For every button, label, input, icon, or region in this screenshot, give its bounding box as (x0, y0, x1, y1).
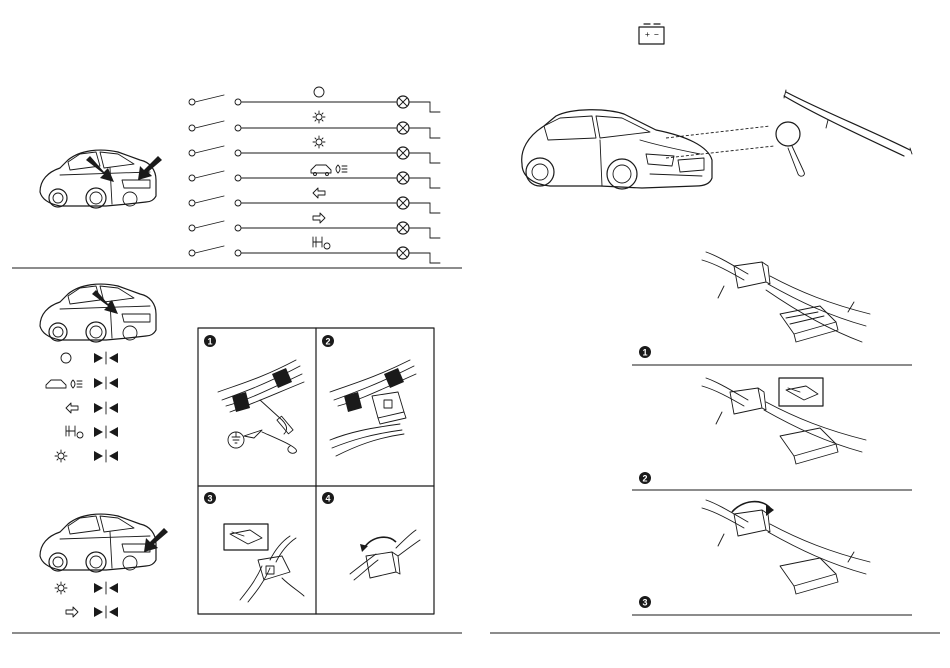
connect-icon (94, 402, 118, 414)
svg-text:3: 3 (642, 598, 647, 608)
connect-icon (94, 377, 118, 389)
circuit-row (189, 136, 440, 163)
turn-left-icon (66, 403, 78, 413)
reverse-lamp-icon (66, 426, 83, 438)
connector-step-1 (702, 252, 870, 342)
circuit-row (189, 213, 440, 238)
crimp-pliers-illustration (224, 524, 304, 602)
connector-step-2 (702, 378, 866, 464)
lamp-test-list (46, 352, 118, 462)
close-connector-illustration (350, 530, 420, 580)
circuit-row (189, 165, 440, 188)
car-front-view (522, 110, 712, 189)
svg-text:1: 1 (207, 337, 212, 347)
circuit-row (189, 188, 440, 213)
car-rear-view-bottom (40, 514, 156, 572)
svg-text:1: 1 (642, 348, 647, 358)
circuit-row (189, 87, 440, 112)
svg-text:4: 4 (325, 494, 330, 504)
sun-lamp-icon (313, 136, 325, 148)
step-grid: 1 2 (198, 328, 434, 614)
switch-lamp-circuit (189, 87, 440, 263)
connect-icon (94, 352, 118, 364)
svg-text:−: − (654, 30, 659, 39)
arrow-icon (92, 290, 118, 314)
circle-lamp-icon (61, 353, 71, 363)
battery-icon: + − (639, 24, 664, 44)
connect-icon (94, 450, 118, 462)
svg-text:+: + (645, 30, 650, 39)
connect-icon (94, 426, 118, 438)
circle-lamp-icon (314, 87, 324, 97)
circuit-row (189, 237, 440, 263)
fog-lamp-icon (46, 380, 82, 388)
connector-on-harness-illustration (330, 360, 416, 456)
fog-lamp-icon (311, 165, 347, 176)
connect-icon (94, 582, 118, 594)
turn-right-icon (313, 213, 325, 223)
wire-harness-illustration (218, 360, 304, 453)
svg-text:3: 3 (207, 494, 212, 504)
arrow-icon (138, 156, 162, 180)
turn-left-icon (313, 188, 325, 198)
bumper-detail (784, 90, 912, 156)
rear-lamp-test-list (55, 582, 118, 618)
svg-text:2: 2 (325, 337, 330, 347)
sun-lamp-icon (55, 450, 67, 462)
turn-right-icon (66, 607, 78, 617)
sun-lamp-icon (55, 582, 67, 594)
arrow-icon (144, 528, 168, 552)
sun-lamp-icon (313, 111, 325, 123)
connector-step-3 (702, 500, 870, 594)
svg-text:2: 2 (642, 474, 647, 484)
reverse-lamp-icon (313, 237, 330, 249)
magnifier-icon (776, 122, 804, 176)
circuit-row (189, 111, 440, 138)
connect-icon (94, 606, 118, 618)
